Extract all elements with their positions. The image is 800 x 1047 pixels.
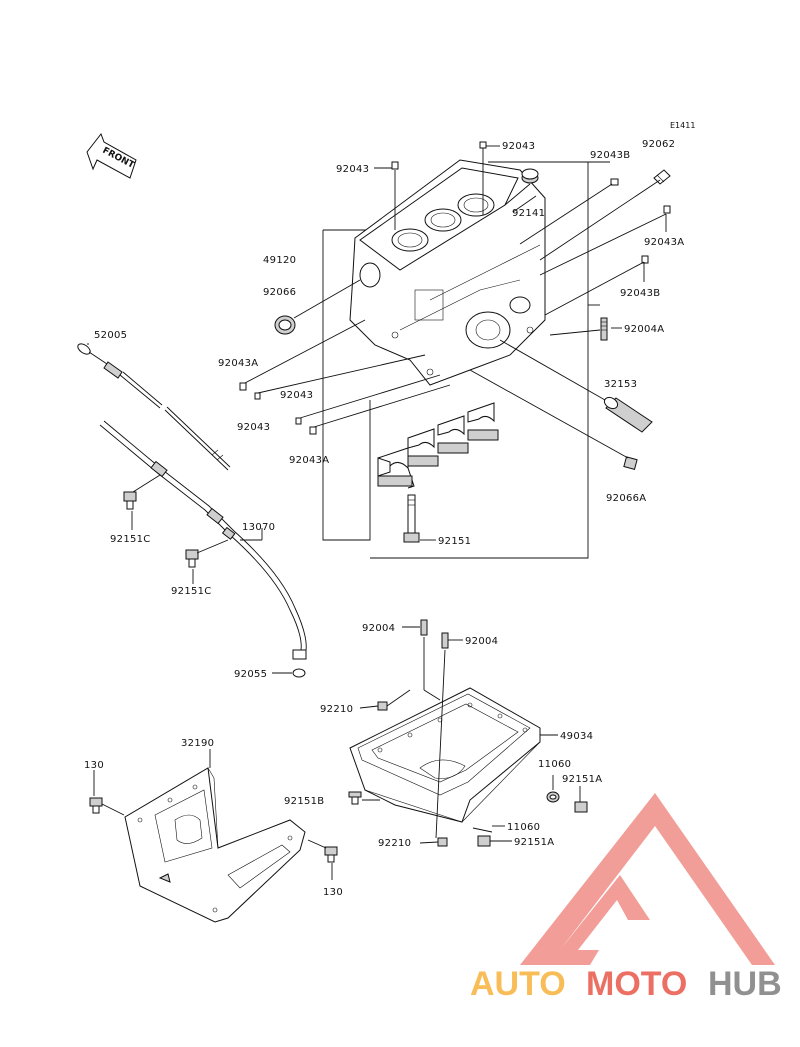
part-label-49120: 49120	[263, 255, 296, 266]
part-label-130-b: 130	[323, 887, 343, 898]
brand-text-hub: HUB	[708, 965, 782, 1003]
part-label-92151A-a: 92151A	[562, 774, 602, 785]
brand-text-auto: AUTO	[470, 965, 566, 1003]
dowel-pin	[254, 392, 261, 400]
oil-pan-group	[348, 619, 588, 847]
oil-seal	[521, 168, 539, 184]
dowel-pin	[295, 417, 302, 425]
bolt	[185, 549, 199, 568]
dowel-pin	[610, 178, 619, 186]
pipe-fitting	[653, 169, 671, 185]
part-label-130-a: 130	[84, 760, 104, 771]
part-label-92066: 92066	[263, 287, 296, 298]
o-ring	[292, 668, 306, 678]
dowel-pin	[663, 205, 671, 214]
oil-pan	[349, 687, 541, 823]
part-label-92055: 92055	[234, 669, 267, 680]
gasket	[472, 827, 493, 833]
diagram-code: E1411	[670, 121, 695, 130]
part-label-92004-left: 92004	[362, 623, 395, 634]
part-label-92043A-mid: 92043A	[289, 455, 329, 466]
o-ring	[274, 315, 296, 335]
cylinder-block	[349, 159, 546, 386]
part-label-32190: 32190	[181, 738, 214, 749]
part-label-92043-mid2: 92043	[237, 422, 270, 433]
part-label-92043-top: 92043	[502, 141, 535, 152]
dipstick-group	[77, 343, 307, 678]
brand-logo-icon	[520, 793, 775, 965]
dowel-pin	[239, 382, 247, 391]
part-label-32153: 32153	[604, 379, 637, 390]
dipstick-guide-tube	[99, 420, 307, 660]
part-label-13070: 13070	[242, 522, 275, 533]
dipstick	[77, 343, 231, 471]
part-label-92151C-2: 92151C	[171, 586, 212, 597]
bolt	[324, 846, 338, 863]
stud-bolt	[420, 619, 428, 636]
bearing-cap	[467, 402, 499, 441]
stud-bolt	[441, 632, 449, 649]
part-label-49034: 49034	[560, 731, 593, 742]
under-guard-group	[89, 749, 338, 923]
part-label-92043B-right: 92043B	[620, 288, 660, 299]
part-label-92210-top: 92210	[320, 704, 353, 715]
part-label-92043-left: 92043	[336, 164, 369, 175]
drain-plug	[574, 801, 588, 813]
part-label-92043B-top: 92043B	[590, 150, 630, 161]
part-label-11060-b: 11060	[507, 822, 540, 833]
part-label-92043-mid1: 92043	[280, 390, 313, 401]
bolt	[348, 791, 362, 805]
stud-bolt	[600, 317, 608, 341]
gasket	[549, 794, 557, 800]
plug-nut	[623, 456, 638, 470]
part-label-92210-bottom: 92210	[378, 838, 411, 849]
part-label-92066A: 92066A	[606, 493, 646, 504]
watermark: AUTO MOTO HUB	[470, 793, 782, 1003]
dowel-pin	[641, 255, 649, 264]
bolt	[89, 797, 103, 814]
part-label-92151A-b: 92151A	[514, 837, 554, 848]
bearing-cap	[437, 415, 469, 454]
part-label-92151B: 92151B	[284, 796, 324, 807]
dowel-pin	[391, 161, 399, 170]
part-label-92043A-left: 92043A	[218, 358, 258, 369]
under-guard-plate	[124, 767, 306, 923]
part-label-52005: 52005	[94, 330, 127, 341]
part-label-92151C-1: 92151C	[110, 534, 151, 545]
front-arrow-icon: FRONT	[86, 132, 137, 179]
part-label-11060-a: 11060	[538, 759, 571, 770]
part-labels: 92043 92043 92043B 92062 92141 49120 920…	[84, 139, 684, 898]
drain-plug	[477, 835, 491, 847]
dowel-pin	[479, 141, 487, 149]
bearing-cap-bolt	[403, 494, 420, 543]
sleeve	[603, 396, 653, 433]
bolt	[377, 701, 388, 711]
bolt	[437, 837, 448, 847]
part-label-92141: 92141	[512, 208, 545, 219]
part-label-92043A-right: 92043A	[644, 237, 684, 248]
part-label-92062: 92062	[642, 139, 675, 150]
part-label-92151: 92151	[438, 536, 471, 547]
part-label-92004-right: 92004	[465, 636, 498, 647]
bearing-cap	[377, 447, 415, 489]
cylinder-block-group	[239, 141, 671, 559]
bolt	[123, 491, 137, 510]
part-label-92004A: 92004A	[624, 324, 664, 335]
brand-text-moto: MOTO	[586, 965, 687, 1003]
dowel-pin	[309, 426, 317, 435]
bearing-cap	[407, 428, 439, 467]
